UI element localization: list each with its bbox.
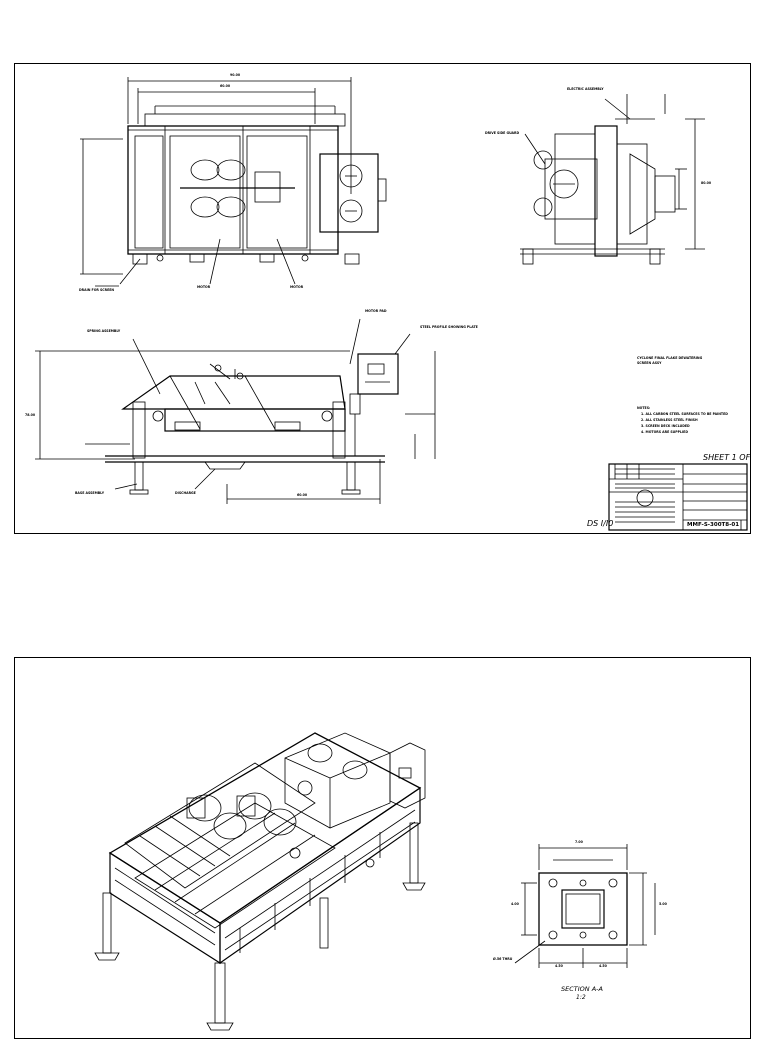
dim-top-outer: 90.00 (230, 73, 241, 77)
dim-end-right: 80.00 (701, 181, 712, 185)
notes-title: NOTES: (637, 406, 651, 410)
callout-discharge: DISCHARGE (175, 491, 196, 495)
sheet1-linework (35, 77, 748, 531)
callout-drain: DRAIN FOR SCREEN (79, 288, 115, 292)
sec-dim-right: 5.00 (659, 902, 667, 906)
hole-callout: Ø.56 THRU (493, 957, 513, 961)
callout-drive-guard: DRIVE SIDE GUARD (485, 131, 520, 135)
isometric-view (94, 732, 426, 1031)
callout-motor-pad: MOTOR PAD (365, 309, 387, 313)
sec-dim-bottom-left: 4.50 (555, 964, 563, 968)
sheet2-linework (94, 732, 656, 1031)
note-2: 2. ALL STAINLESS STEEL FINISH (641, 418, 698, 422)
drawing-sheet-1: 90.00 60.00 DRAIN FOR SCREEN MOTOR MOTOR… (14, 63, 751, 534)
callout-electric: ELECTRIC ASSEMBLY (567, 87, 604, 91)
side-view (35, 318, 436, 504)
sec-dim-top: 7.00 (575, 840, 583, 844)
sec-dim-bottom-right: 4.50 (599, 964, 607, 968)
end-view (520, 94, 705, 265)
callout-spring: SPRING ASSEMBLY (87, 329, 121, 333)
sheet-label: SHEET 1 OF 2 (703, 453, 751, 462)
section-label: SECTION A-A (561, 985, 603, 993)
callout-motor-2: MOTOR (290, 285, 304, 289)
dim-top-inner: 60.00 (220, 84, 231, 88)
top-view (80, 77, 387, 287)
title-line-2: SCREEN ASSY (637, 361, 662, 365)
dim-side-width: 60.00 (297, 493, 308, 497)
part-number: MMF-S-300T8-01 (687, 522, 740, 528)
title-line-1: CYCLONE FINAL FLAKE DEWATERING (637, 356, 703, 360)
drawing-sheet-2: 7.00 4.00 5.00 4.50 4.50 Ø.56 THRU SECTI… (14, 657, 751, 1039)
note-4: 4. MOTORS ARE SUPPLIED (641, 430, 688, 434)
callout-base: BASE ASSEMBLY (75, 491, 105, 495)
title-block (608, 463, 748, 531)
callout-motor-1: MOTOR (197, 285, 211, 289)
note-1: 1. ALL CARBON STEEL SURFACES TO BE PAINT… (641, 412, 728, 416)
section-scale: 1:2 (576, 994, 586, 1001)
section-aa (514, 844, 656, 968)
sec-dim-left: 4.00 (511, 902, 519, 906)
callout-plate: STEEL PROFILE SHOWING PLATE (420, 325, 478, 329)
stamp-text: DS I/I0 (587, 519, 614, 528)
dim-side-height: 78.00 (25, 413, 36, 417)
note-3: 3. SCREEN DECK INCLUDED (641, 424, 690, 428)
